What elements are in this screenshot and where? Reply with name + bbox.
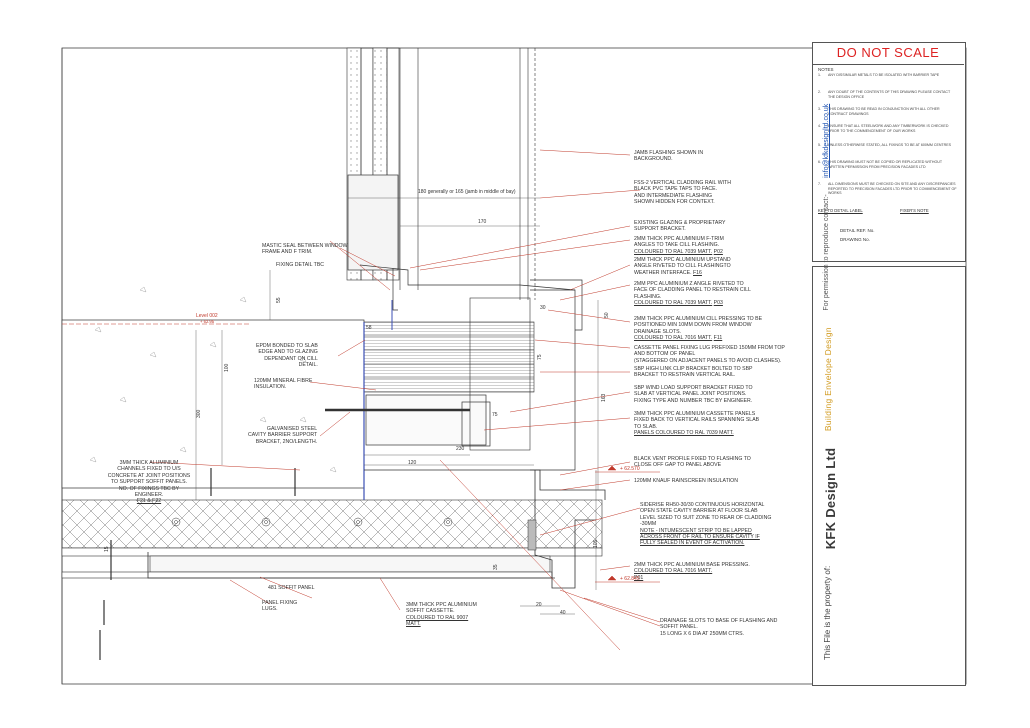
- label-ftrim: 2mm THICK PPC ALUMINIUM F-TRIM ANGLES TO…: [634, 236, 724, 255]
- label-z-angle: 2MM PPC ALUMINIUM Z ANGLE RIVETED TO FAC…: [634, 281, 751, 307]
- leader-lines: [149, 149, 661, 651]
- glazing-bracket: [347, 174, 576, 311]
- dim-300: 300: [196, 409, 202, 418]
- anchor-bolts: [99, 468, 296, 660]
- dim-50: 50: [604, 312, 610, 318]
- label-cill-pressing: 2MM THICK PPC ALUMINIUM CILL PRESSING TO…: [634, 316, 763, 342]
- label-cassette-3mm: 3MM THICK PPC ALUMINIUM CASSETTE PANELS …: [634, 411, 760, 437]
- level-002-value: + 62.95: [200, 319, 215, 324]
- note-item: 5.UNLESS OTHERWISE STATED, ALL FIXINGS T…: [818, 143, 952, 147]
- label-soffit-panel: 481 SOFFIT PANEL: [268, 585, 315, 591]
- dim-35: 35: [493, 564, 499, 570]
- notes-heading: NOTES: [818, 67, 834, 72]
- company-credit: This File is the property of: KFK Design…: [823, 92, 841, 660]
- label-channels: 3MM THICK ALUMINIUM CHANNELS FIXED TO U/…: [107, 460, 191, 505]
- dimension-lines: [195, 197, 599, 615]
- label-black-vent: BLACK VENT PROFILE FIXED TO FLASHING TO …: [634, 456, 751, 469]
- dim-163: 163: [601, 393, 607, 402]
- fixers-note-label: FIXER'S NOTE: [900, 208, 929, 213]
- dim-15: 15: [104, 546, 110, 552]
- label-base-pressing: 2MM THICK PPC ALUMINIUM BASE PRESSING.CO…: [634, 562, 750, 581]
- dim-30: 30: [540, 305, 546, 311]
- label-cavity-barrier: GALVANISED STEEL CAVITY BARRIER SUPPORT …: [248, 426, 318, 445]
- label-knauf: 120MM KNAUF RAINSCREEN INSULATION: [634, 478, 738, 484]
- dim-100: 100: [224, 363, 230, 372]
- level-002-name: Level 002: [196, 313, 218, 319]
- note-item: 1.ANY DISSIMILAR METALS TO BE ISOLATED W…: [818, 73, 940, 77]
- label-sbp-wind: SBP WIND LOAD SUPPORT BRACKET FIXED TO S…: [634, 385, 753, 404]
- dim-170: 170: [478, 219, 487, 225]
- level-markers: [62, 323, 660, 583]
- label-fixing-detail: FIXING DETAIL TBC: [276, 262, 325, 268]
- concrete-slab: [61, 286, 365, 489]
- dim-75a: 75: [537, 354, 543, 360]
- label-mineral-fibre: 120MM MINERAL FIBRE INSULATION.: [254, 378, 313, 391]
- company-name: KFK Design Ltd: [823, 447, 838, 550]
- detail-ref-label: DETAIL REF. No.: [840, 228, 875, 233]
- mineral-insulation: [363, 321, 535, 393]
- dim-120: 120: [408, 460, 417, 466]
- dim-55: 55: [276, 297, 282, 303]
- do-not-scale-heading: DO NOT SCALE: [812, 42, 964, 65]
- company-box: [812, 266, 966, 686]
- label-existing-glazing: EXISTING GLAZING & PROPRIETARY SUPPORT B…: [634, 220, 726, 233]
- label-cassette-lug: CASSETTE PANEL FIXING LUG PREFIXED 150MM…: [634, 345, 785, 364]
- dim-58: 58: [366, 325, 372, 331]
- note-item: 2.ANY DOUBT OF THE CONTENTS OF THIS DRAW…: [818, 90, 951, 99]
- level-b: + 62.845: [620, 576, 640, 582]
- dim-230: 230: [456, 446, 465, 452]
- ownership-text: This File is the property of:: [823, 565, 832, 660]
- label-upstand: 2mm THICK PPC ALUMINIUM UPSTAND ANGLE RI…: [634, 257, 731, 276]
- flashing-lower: [147, 469, 606, 589]
- note-item: 7.ALL DIMENSIONS MUST BE CHECKED ON SITE…: [818, 182, 957, 196]
- level-a: + 62.570: [620, 466, 640, 472]
- title-block: [812, 42, 966, 262]
- soffit-insulation: [61, 499, 603, 579]
- note-item: 4.ENSURE THAT ALL STEELWORK AND ANY TIMB…: [818, 124, 949, 133]
- label-fss2-rail: FSS-2 VERTICAL CLADDING RAIL WITH BLACK …: [634, 180, 731, 206]
- label-panel-fixing: PANEL FIXING LUGS.: [262, 600, 298, 613]
- drawing-no-label: DRAWING No.: [840, 237, 870, 242]
- dim-40: 40: [560, 610, 566, 616]
- label-sbp-clip: SBP HIGH LINK CLIP BRACKET BOLTED TO SBP…: [634, 366, 753, 379]
- dim-105: 105: [593, 539, 599, 548]
- dim-180: 180 generally or 165 (jamb in middle of …: [418, 189, 516, 195]
- label-jamb-flashing: JAMB FLASHING SHOWN IN BACKGROUND.: [634, 150, 704, 163]
- insulation-fixings: [171, 517, 453, 527]
- permission-text: For permission to reproduce contact:-: [823, 194, 830, 311]
- label-epdm: EPDM BONDED TO SLAB EDGE AND TO GLAZING …: [256, 343, 318, 369]
- note-item: 3.THIS DRAWING TO BE READ IN CONJUNCTION…: [818, 107, 940, 116]
- cavity-barrier: [527, 519, 537, 551]
- label-soffit-cassette: 3MM THICK PPC ALUMINIUM SOFFIT CASSETTE.…: [406, 602, 477, 628]
- label-drainage: DRAINAGE SLOTS TO BASE OF FLASHING AND S…: [660, 618, 778, 637]
- label-siderise: SIDERISE RH50-30/30 CONTINUOUS HORIZONTA…: [640, 502, 772, 547]
- dim-20: 20: [536, 602, 542, 608]
- label-mastic-seal: MASTIC SEAL BETWEEN WINDOW FRAME AND F T…: [262, 243, 348, 256]
- company-tagline: Building Envelope Design: [823, 327, 833, 432]
- note-item: 6.THIS DRAWING MUST NOT BE COPIED OR REP…: [818, 160, 943, 169]
- dim-75b: 75: [492, 412, 498, 418]
- key-detail-label: KEY TO DETAIL LABEL: [818, 208, 863, 213]
- email-link[interactable]: info@kfkdesignltd.co.uk: [823, 103, 830, 178]
- support-bracket: [325, 279, 583, 471]
